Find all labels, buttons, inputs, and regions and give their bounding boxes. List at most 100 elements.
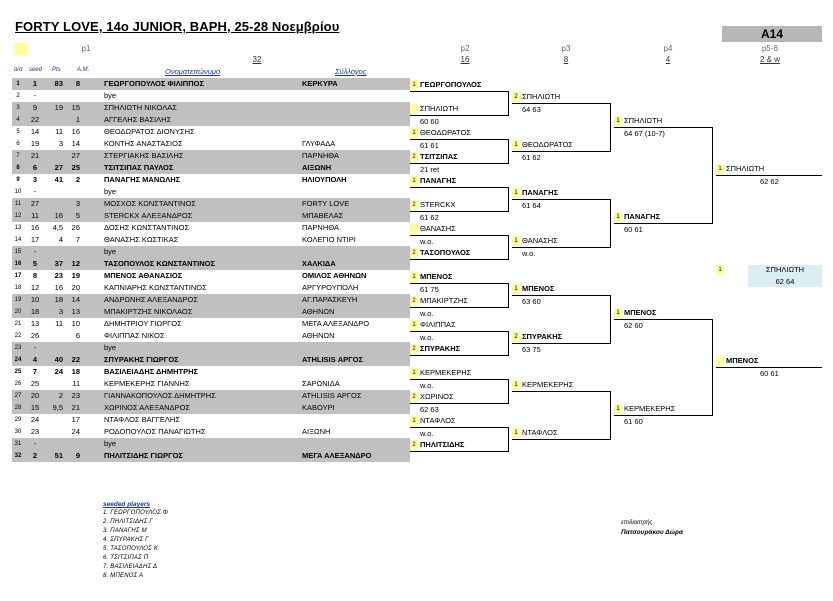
player-club: ΑΡΓΥΡΟΥΠΟΛΗ [302,283,359,292]
header-club: Σύλλογος [335,67,367,76]
player-club: ΠΑΡΝΗΘΑ [302,223,339,232]
player-club: ΚΟΛΕΓΙΟ ΝΤΙΡΙ [302,235,356,244]
bracket-marker: 1 [410,416,418,426]
bracket-score: 61 61 [420,141,439,150]
player-number: 29 [14,417,22,423]
player-points: 51 [54,451,63,460]
player-name: ΔΟΣΗΣ ΚΩΝΣΤΑΝΤΙΝΟΣ [104,223,190,232]
player-seed: - [33,187,37,196]
player-seed: 27 [30,199,40,208]
player-name: ΣΠΗΛΙΩΤΗ ΝΙΚΟΛΑΣ [104,103,177,112]
bracket-entry: ΘΑΝΑΣΗΣ [522,236,558,245]
player-name: ΜΟΣΧΟΣ ΚΩΝΣΤΑΝΤΙΝΟΣ [104,199,196,208]
bracket-marker: 1 [512,380,520,390]
player-points: 11 [55,127,63,136]
bracket-score: 61 75 [420,285,439,294]
bracket-entry: ΘΕΟΔΩΡΑΤΟΣ [522,140,573,149]
bracket-marker [716,356,724,366]
phase-count-p4: 4 [665,55,671,64]
bracket-line [410,91,508,92]
seeded-item: 7. ΒΑΣΙΛΕΙΑΔΗΣ Δ [103,564,158,570]
seeded-item: 8. ΜΠΕΝΟΣ Α [103,573,144,579]
bracket-line [410,211,508,212]
bracket-marker: 1 [410,320,418,330]
player-am: 1 [75,115,80,124]
bracket-line [410,379,508,380]
player-club: ATHLISIS ΑΡΓΟΣ [302,391,362,400]
bracket-score: 61 62 [420,213,439,222]
player-points: 3 [58,307,63,316]
bracket-entry: ΣΠΗΛΙΩΤΗ [624,116,663,125]
player-seed: 5 [32,259,38,268]
phase-count-p3: 8 [563,55,569,64]
bracket-line [512,151,610,152]
player-number: 28 [14,405,22,411]
player-club: ΑΘΗΝΩΝ [302,331,335,340]
player-number: 8 [16,165,20,171]
bracket-score: w.o. [420,309,434,318]
player-club: ΜΠΑΒΕΛΑΣ [302,211,344,220]
player-points: 37 [54,259,63,268]
player-name: ΜΠΕΝΟΣ ΑΘΑΝΑΣΙΟΣ [104,271,183,280]
bracket-connector [610,391,611,440]
bracket-marker: 2 [410,392,418,402]
player-club: ΧΑΛΚΙΔΑ [302,259,336,268]
player-seed: 25 [30,379,40,388]
player-seed: 23 [30,427,40,436]
player-number: 32 [14,453,22,459]
bracket-connector [508,331,509,356]
bracket-score: 60 61 [624,225,643,234]
player-name: ΚΟΝΤΗΣ ΑΝΑΣΤΑΣΙΟΣ [104,139,183,148]
bracket-marker: 1 [716,164,724,174]
seeded-item: 5. ΤΑΣΟΠΟΥΛΟΣ Κ [103,546,159,552]
player-points: 3 [58,139,63,148]
player-name: ΣΠΥΡΑΚΗΣ ΓΙΩΡΓΟΣ [104,355,179,364]
player-am: 23 [71,391,80,400]
player-points: 2 [58,391,63,400]
player-number: 11 [14,201,22,207]
player-seed: 1 [32,79,38,88]
player-number: 23 [14,345,22,351]
bracket-line [512,295,610,296]
player-row: 31-bye [12,438,410,450]
bracket-line [410,331,508,332]
player-am: 17 [71,415,80,424]
player-club: ΓΛΥΦΑΔΑ [302,139,336,148]
player-club: ΣΑΡΩΝΙΔΑ [302,379,340,388]
phase-count-p2: 16 [460,55,470,64]
player-number: 24 [14,357,22,363]
player-name: ΓΙΑΝΝΑΚΟΠΟΥΛΟΣ ΔΗΜΗΤΡΗΣ [104,391,216,400]
player-am: 27 [71,151,80,160]
player-number: 10 [14,189,22,195]
player-row: 10-bye [12,186,410,198]
seeded-title: seeded players [103,501,150,508]
bracket-line [410,139,508,140]
player-club: ΜΕΓΑ ΑΛΕΞΑΝΔΡΟ [302,451,372,460]
player-points: 18 [54,295,63,304]
bracket-line [614,415,712,416]
player-points: 16 [54,283,63,292]
player-number: 26 [14,381,22,387]
bracket-line [410,163,508,164]
bracket-score: w.o. [420,237,434,246]
bracket-score: w.o. [420,429,434,438]
player-am: 22 [71,355,80,364]
player-am: 6 [75,331,80,340]
bracket-line [410,283,508,284]
player-seed: 11 [31,211,39,220]
bracket-entry: ΜΠΕΝΟΣ [624,308,657,317]
bracket-marker: 1 [410,128,418,138]
player-number: 5 [16,129,20,135]
player-seed: - [33,91,37,100]
category-badge: A14 [722,26,822,42]
player-number: 14 [14,237,22,243]
bracket-marker: 2 [512,92,520,102]
player-name: ΧΩΡΙΝΟΣ ΑΛΕΞΑΝΔΡΟΣ [104,403,191,412]
bracket-line [614,127,712,128]
